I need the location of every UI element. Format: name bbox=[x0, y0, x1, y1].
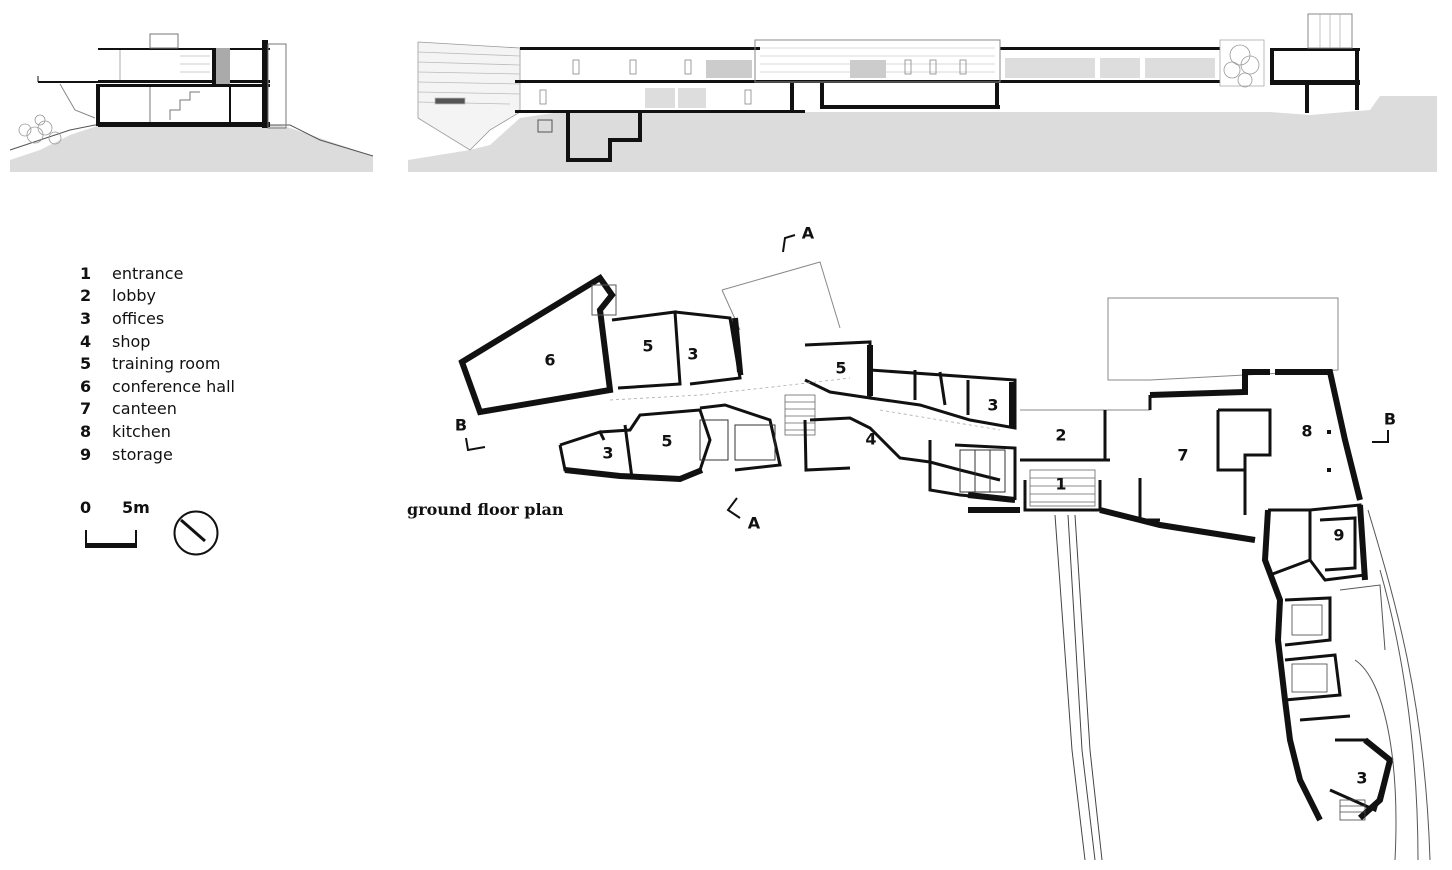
section-a-drawing bbox=[9, 33, 374, 172]
section-a-ground bbox=[10, 125, 373, 172]
room-label-1: 1 bbox=[1055, 474, 1067, 494]
legend-item: 5 training room bbox=[80, 352, 280, 375]
outside-path bbox=[1339, 509, 1431, 861]
room-label-8: 8 bbox=[1301, 421, 1313, 441]
room-label-5a: 5 bbox=[642, 336, 654, 356]
corridor-hints bbox=[609, 377, 1001, 431]
legend-label: kitchen bbox=[112, 421, 171, 441]
toilets-middle bbox=[959, 449, 1006, 493]
legend-label: entrance bbox=[112, 263, 184, 283]
room-label-3b: 3 bbox=[987, 395, 999, 415]
section-markers bbox=[465, 234, 1389, 519]
legend-number: 4 bbox=[80, 331, 92, 351]
legend-number: 2 bbox=[80, 286, 92, 306]
legend-item: 4 shop bbox=[80, 330, 280, 353]
section-marker-a-top: A bbox=[801, 223, 815, 243]
section-a-trees bbox=[18, 114, 62, 145]
legend-label: conference hall bbox=[112, 376, 235, 396]
stair-west bbox=[784, 394, 816, 436]
legend-item: 3 offices bbox=[80, 307, 280, 330]
legend-label: training room bbox=[112, 354, 221, 374]
room-label-5c: 5 bbox=[661, 431, 673, 451]
legend-number: 1 bbox=[80, 263, 92, 283]
entrance-steps bbox=[1029, 469, 1096, 507]
service-wing-walls bbox=[1268, 503, 1392, 813]
north-arrow-icon bbox=[173, 510, 219, 556]
room-label-2: 2 bbox=[1055, 425, 1067, 445]
legend-label: shop bbox=[112, 331, 151, 351]
room-label-4: 4 bbox=[865, 429, 877, 449]
legend-item: 6 conference hall bbox=[80, 375, 280, 398]
legend-item: 2 lobby bbox=[80, 285, 280, 308]
section-marker-b-left: B bbox=[454, 415, 468, 435]
conference-hall-walls bbox=[458, 273, 617, 416]
legend-label: lobby bbox=[112, 286, 157, 306]
room-label-5b: 5 bbox=[835, 358, 847, 378]
section-marker-b-right: B bbox=[1383, 409, 1397, 429]
toilets-west bbox=[699, 419, 776, 461]
legend-item: 9 storage bbox=[80, 443, 280, 466]
scale-start-label: 0 bbox=[80, 498, 92, 517]
room-label-3d: 3 bbox=[1356, 768, 1368, 788]
legend-number: 9 bbox=[80, 444, 92, 464]
legend-number: 5 bbox=[80, 354, 92, 374]
room-label-3c: 3 bbox=[602, 443, 614, 463]
section-b-ground bbox=[408, 96, 1437, 172]
legend-label: offices bbox=[112, 308, 165, 328]
legend-item: 1 entrance bbox=[80, 262, 280, 285]
section-a-ground-line bbox=[9, 124, 374, 157]
legend-number: 8 bbox=[80, 421, 92, 441]
section-b-drawing bbox=[408, 13, 1437, 172]
scale-end-label: 5m bbox=[122, 498, 150, 517]
section-marker-a-bottom: A bbox=[747, 513, 761, 533]
legend: 1 entrance 2 lobby 3 offices 4 shop 5 tr… bbox=[80, 262, 280, 465]
legend-item: 7 canteen bbox=[80, 398, 280, 421]
legend-number: 3 bbox=[80, 308, 92, 328]
service-fixtures bbox=[1291, 604, 1366, 821]
plan-title: ground floor plan bbox=[407, 500, 564, 519]
legend-number: 7 bbox=[80, 399, 92, 419]
room-label-7: 7 bbox=[1177, 445, 1189, 465]
entrance-ramp bbox=[1054, 514, 1103, 861]
scale-bar-graphic bbox=[85, 530, 137, 548]
section-b-facade bbox=[417, 41, 521, 151]
section-b-tree bbox=[1223, 44, 1260, 88]
legend-label: canteen bbox=[112, 399, 177, 419]
central-walls bbox=[1020, 395, 1160, 522]
kitchen-walls bbox=[1216, 408, 1272, 515]
legend-number: 6 bbox=[80, 376, 92, 396]
room-label-9: 9 bbox=[1333, 525, 1345, 545]
legend-item: 8 kitchen bbox=[80, 420, 280, 443]
scale-bar: 0 5m bbox=[80, 498, 150, 560]
room-label-6: 6 bbox=[544, 350, 556, 370]
legend-label: storage bbox=[112, 444, 173, 464]
room-label-3a: 3 bbox=[687, 344, 699, 364]
